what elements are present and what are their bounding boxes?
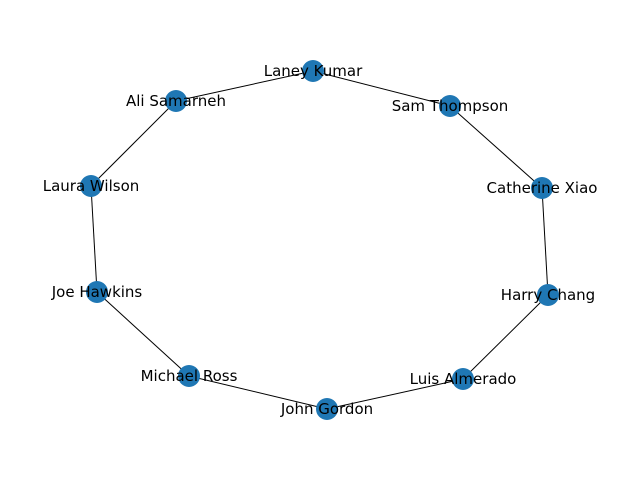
- node-label-harry-chang: Harry Chang: [501, 286, 595, 304]
- node-label-sam-thompson: Sam Thompson: [392, 97, 509, 115]
- node-label-laura-wilson: Laura Wilson: [43, 177, 140, 195]
- edge-john-gordon-michael-ross: [188, 375, 328, 410]
- edge-ali-samarneh-laney-kumar: [175, 70, 314, 102]
- nodes-layer: [80, 60, 559, 420]
- edge-laney-kumar-sam-thompson: [312, 70, 451, 107]
- edge-michael-ross-joe-hawkins: [96, 291, 190, 377]
- node-john-gordon: [316, 398, 338, 420]
- node-luis-almerado: [452, 368, 474, 390]
- edges-layer: [90, 70, 549, 410]
- node-catherine-xiao: [531, 177, 553, 199]
- node-ali-samarneh: [165, 90, 187, 112]
- edge-luis-almerado-john-gordon: [326, 378, 464, 410]
- edge-catherine-xiao-harry-chang: [541, 187, 549, 296]
- node-label-laney-kumar: Laney Kumar: [264, 62, 363, 80]
- node-label-john-gordon: John Gordon: [280, 400, 373, 418]
- node-label-ali-samarneh: Ali Samarneh: [126, 92, 226, 110]
- edge-laura-wilson-ali-samarneh: [90, 100, 177, 187]
- node-laura-wilson: [80, 175, 102, 197]
- edge-sam-thompson-catherine-xiao: [449, 105, 543, 189]
- node-harry-chang: [537, 284, 559, 306]
- node-sam-thompson: [439, 95, 461, 117]
- node-label-luis-almerado: Luis Almerado: [410, 370, 517, 388]
- edge-joe-hawkins-laura-wilson: [90, 185, 98, 293]
- node-joe-hawkins: [86, 281, 108, 303]
- edge-harry-chang-luis-almerado: [462, 294, 549, 380]
- node-label-catherine-xiao: Catherine Xiao: [487, 179, 598, 197]
- node-michael-ross: [178, 365, 200, 387]
- node-label-joe-hawkins: Joe Hawkins: [51, 283, 143, 301]
- node-label-michael-ross: Michael Ross: [141, 367, 238, 385]
- node-laney-kumar: [302, 60, 324, 82]
